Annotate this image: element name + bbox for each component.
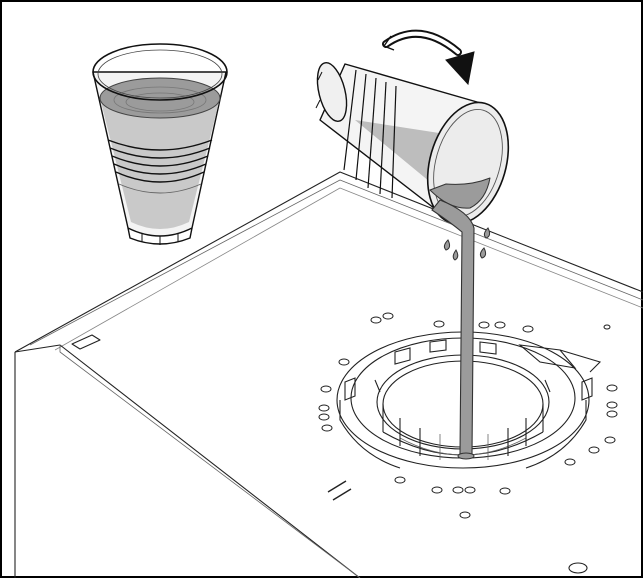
pouring-cup-icon [315,62,510,225]
water-stream-icon [431,199,475,460]
water-droplet-icon [443,227,491,261]
appliance-top-icon [14,171,643,578]
full-cup-icon [92,43,228,245]
mounting-holes [318,312,618,519]
rotation-arrow-icon [382,29,475,86]
